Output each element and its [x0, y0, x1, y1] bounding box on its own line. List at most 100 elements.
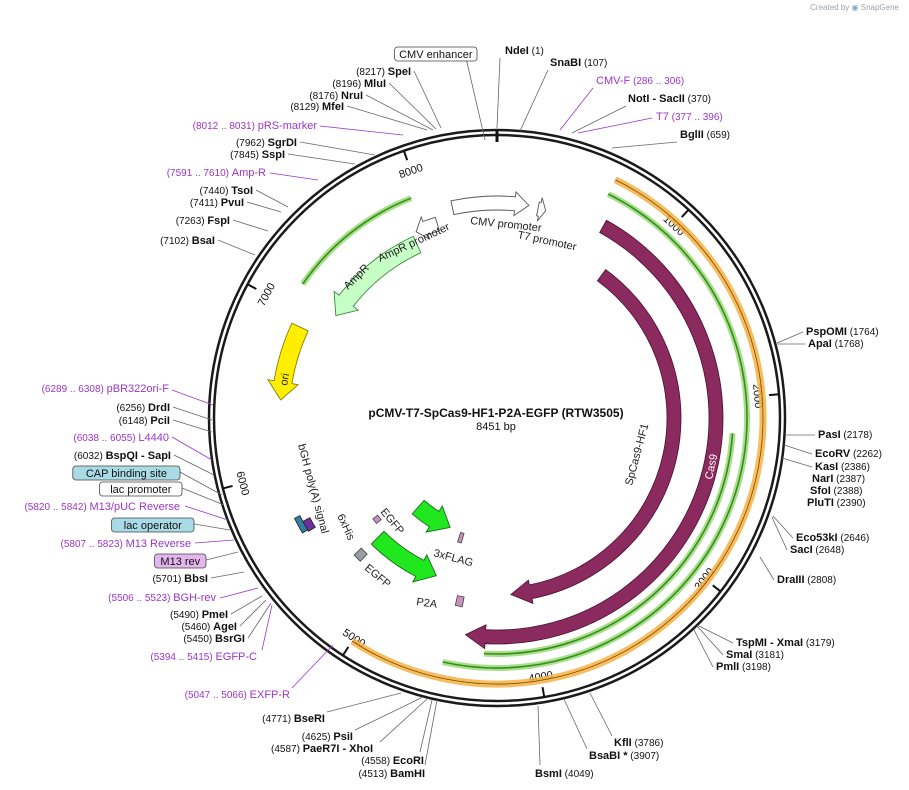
site-pmli[interactable]: PmlI (3198)	[716, 661, 771, 673]
site-nrui[interactable]: (8176) NruI	[309, 90, 363, 102]
primer-exfp-r[interactable]: (5047 .. 5066) EXFP-R	[185, 689, 290, 701]
site-noti[interactable]: NotI - SacII (370)	[628, 93, 711, 105]
primer-prs-marker[interactable]: (8012 .. 8031) pRS-marker	[193, 120, 318, 132]
site-name: SmaI	[726, 649, 752, 661]
site-nari[interactable]: NarI (2387)	[812, 473, 865, 485]
site-tspmi[interactable]: TspMI - XmaI (3179)	[736, 637, 835, 649]
site-extra: - XmaI	[767, 637, 803, 649]
site-draiii[interactable]: DraIII (2808)	[777, 574, 836, 586]
site-bglii[interactable]: BglII (659)	[680, 129, 730, 141]
site-sgrdi[interactable]: (7962) SgrDI	[236, 137, 297, 149]
site-position: (4625)	[302, 732, 334, 743]
site-bsai[interactable]: (7102) BsaI	[160, 235, 215, 247]
site-name: KflI	[614, 737, 632, 749]
primer-m13-reverse[interactable]: (5807 .. 5823) M13 Reverse	[61, 538, 191, 550]
site-pcii[interactable]: (6148) PciI	[119, 415, 170, 427]
site-mlui[interactable]: (8196) MluI	[332, 78, 386, 90]
orange-feature-arc-line	[351, 179, 764, 685]
feature-box	[154, 553, 207, 569]
svg-text:(5701) BbsI: (5701) BbsI	[152, 573, 208, 585]
site-position: (3198)	[739, 662, 771, 673]
site-name: TspMI	[736, 637, 767, 649]
site-name: BamHI	[390, 768, 425, 780]
site-bseri[interactable]: (4771) BseRI	[262, 713, 325, 725]
site-pvui[interactable]: (7411) PvuI	[190, 197, 244, 209]
svg-text:(7263) FspI: (7263) FspI	[176, 215, 230, 227]
tick-mark	[768, 393, 780, 397]
site-fspi[interactable]: (7263) FspI	[176, 215, 230, 227]
primer-t7[interactable]: T7 (377 .. 396)	[656, 111, 723, 123]
site-bbsi[interactable]: (5701) BbsI	[152, 573, 208, 585]
feature-box-cap-binding-site[interactable]: CAP binding site	[72, 465, 181, 481]
site-spei[interactable]: (8217) SpeI	[356, 66, 411, 78]
site-bsrgi[interactable]: (5450) BsrGI	[183, 633, 245, 645]
primer-amp-r[interactable]: (7591 .. 7610) Amp-R	[167, 167, 266, 179]
feature-box-m13-rev[interactable]: M13 rev	[154, 553, 207, 569]
site-mfei[interactable]: (8129) MfeI	[290, 101, 344, 113]
site-position: (3907)	[628, 751, 660, 762]
svg-text:(8217) SpeI: (8217) SpeI	[356, 66, 411, 78]
snapgene-logo-icon: ◉	[851, 3, 859, 12]
primer-l4440[interactable]: (6038 .. 6055) L4440	[73, 432, 169, 444]
site-bamhi[interactable]: (4513) BamHI	[358, 768, 425, 780]
tick-mark	[402, 150, 409, 161]
egfp2-label: EGFP	[362, 562, 393, 590]
site-paer7i[interactable]: (4587) PaeR7I - XhoI	[271, 743, 373, 755]
site-position: (7102)	[160, 236, 192, 247]
site-position: (2387)	[833, 474, 865, 485]
site-psii[interactable]: (4625) PsiI	[302, 731, 353, 743]
site-ecorv[interactable]: EcoRV (2262)	[815, 448, 882, 460]
site-agei[interactable]: (5460) AgeI	[181, 621, 237, 633]
site-pspomi[interactable]: PspOMI (1764)	[806, 326, 879, 338]
site-smai[interactable]: SmaI (3181)	[726, 649, 784, 661]
primer-bgh-rev[interactable]: (5506 .. 5523) BGH-rev	[108, 592, 216, 604]
primer-name: EXFP-R	[250, 689, 290, 701]
site-ecori[interactable]: (4558) EcoRI	[361, 755, 424, 767]
svg-text:KasI (2386): KasI (2386)	[815, 461, 870, 473]
site-name: PciI	[150, 415, 170, 427]
site-kfli[interactable]: KflI (3786)	[614, 737, 663, 749]
t7-promoter-label: T7 promoter	[516, 229, 577, 253]
primer-name: pBR322ori-F	[107, 383, 170, 395]
feature-box-lac-promoter[interactable]: lac promoter	[99, 481, 183, 497]
primer-cmv-f[interactable]: CMV-F (286 .. 306)	[596, 75, 684, 87]
site-bsmi[interactable]: BsmI (4049)	[535, 768, 594, 780]
site-name: PmlI	[716, 661, 739, 673]
site-name: BsrGI	[215, 633, 245, 645]
primer-name: Amp-R	[232, 167, 266, 179]
site-tsoi[interactable]: (7440) TsoI	[200, 185, 253, 197]
site-labels: NdeI (1) SnaBI (107) CMV-F (286 .. 306) Not…	[24, 45, 881, 780]
site-position: (7411)	[190, 198, 221, 209]
sixhis-block	[372, 514, 382, 525]
plasmid-name: pCMV-T7-SpCas9-HF1-P2A-EGFP (RTW3505)	[368, 406, 623, 420]
site-pluti[interactable]: PluTI (2390)	[807, 497, 866, 509]
site-sspi[interactable]: (7845) SspI	[230, 149, 285, 161]
site-sfoi[interactable]: SfoI (2388)	[810, 485, 862, 497]
primer-m13-puc-reverse[interactable]: (5820 .. 5842) M13/pUC Reverse	[24, 501, 180, 513]
site-eco53ki[interactable]: Eco53kI (2646)	[796, 532, 869, 544]
primer-pbr322ori-f[interactable]: (6289 .. 6308) pBR322ori-F	[42, 383, 170, 395]
green-cds-arc-2-line	[483, 433, 734, 655]
site-bspqi[interactable]: (6032) BspQI - SapI	[74, 450, 171, 462]
site-pmei[interactable]: (5490) PmeI	[170, 609, 228, 621]
feature-box-cmv-enhancer[interactable]: CMV enhancer	[394, 46, 478, 62]
site-snabi[interactable]: SnaBI (107)	[550, 57, 607, 69]
site-saci[interactable]: SacI (2648)	[790, 544, 844, 556]
site-pasi[interactable]: PasI (2178)	[818, 429, 872, 441]
site-extra: - SacII	[649, 93, 684, 105]
site-name: BbsI	[184, 573, 208, 585]
site-bsabi[interactable]: BsaBI * (3907)	[589, 750, 659, 762]
site-apai[interactable]: ApaI (1768)	[808, 338, 864, 350]
feature-box-lac-operator[interactable]: lac operator	[111, 517, 195, 533]
site-kasi[interactable]: KasI (2386)	[815, 461, 870, 473]
primer-egfp-c[interactable]: (5394 .. 5415) EGFP-C	[150, 651, 257, 663]
flag-label: 3xFLAG	[432, 547, 474, 569]
cas9-label: Cas9	[703, 453, 720, 481]
site-ndei[interactable]: NdeI (1)	[505, 45, 544, 57]
site-name: FspI	[207, 215, 230, 227]
site-name: NruI	[341, 90, 363, 102]
site-drdi[interactable]: (6256) DrdI	[116, 402, 170, 414]
feature-box	[99, 481, 183, 497]
site-position: (6032)	[74, 451, 106, 462]
